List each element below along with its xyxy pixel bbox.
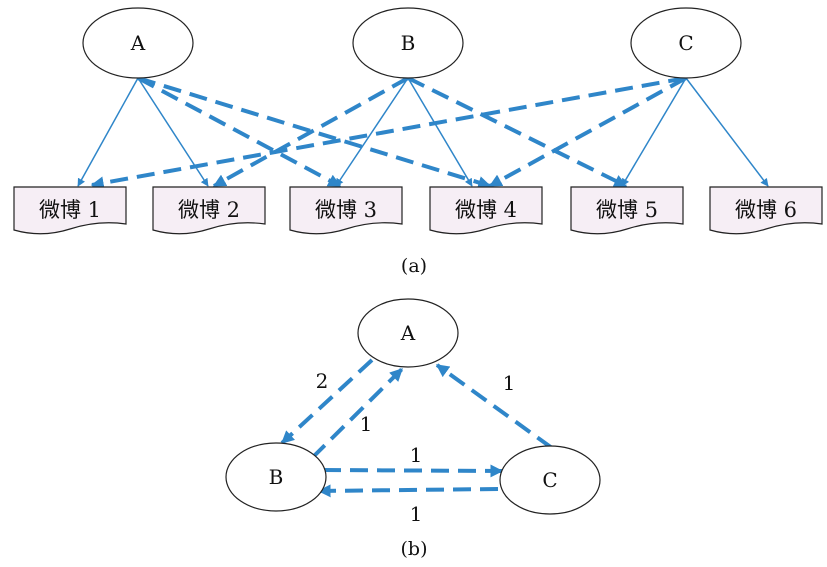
post-node-1: 微博 1 xyxy=(13,186,127,235)
graph-node-label: A xyxy=(400,321,416,345)
post-node-4: 微博 4 xyxy=(429,186,543,235)
repost-link-c-p4 xyxy=(488,76,687,188)
graph-node-c: C xyxy=(499,445,601,515)
panel-b-caption: (b) xyxy=(401,538,428,560)
graph-node-label: B xyxy=(269,465,284,489)
graph-edge-c-to-a xyxy=(435,363,554,450)
edge-weight-b-to-c: 1 xyxy=(410,443,423,467)
edge-weight-c-to-b: 1 xyxy=(410,502,423,526)
post-node-2: 微博 2 xyxy=(152,186,266,235)
post-node-5: 微博 5 xyxy=(570,186,684,235)
repost-link-b-p2 xyxy=(212,76,409,188)
post-link-a-p1 xyxy=(77,77,139,187)
panel-b: A B C 2 1 1 1 1 (b) xyxy=(225,298,601,560)
user-node-label: C xyxy=(678,31,693,55)
graph-edge-b-to-a xyxy=(310,367,404,460)
edge-weight-c-to-a: 1 xyxy=(503,371,516,395)
graph-edge-c-to-b xyxy=(317,484,499,498)
user-node-label: B xyxy=(401,31,416,55)
repost-link-c-p1 xyxy=(90,76,687,190)
panel-a-edges xyxy=(77,76,769,190)
post-link-b-p4 xyxy=(407,77,473,187)
edge-weight-a-to-b: 2 xyxy=(316,369,329,393)
graph-edge-a-to-b xyxy=(280,358,374,445)
user-node-label: A xyxy=(130,31,146,55)
panel-a-caption: (a) xyxy=(401,255,427,277)
post-node-label: 微博 1 xyxy=(39,198,101,222)
repost-link-a-p3 xyxy=(137,76,342,188)
post-link-c-p6 xyxy=(685,77,769,187)
post-node-label: 微博 2 xyxy=(178,198,240,222)
post-node-3: 微博 3 xyxy=(289,186,403,235)
graph-edge-b-to-c xyxy=(322,464,504,478)
post-node-label: 微博 5 xyxy=(596,198,658,222)
user-node-b: B xyxy=(352,7,464,79)
graph-node-label: C xyxy=(542,468,557,492)
repost-link-b-p5 xyxy=(407,76,628,188)
edge-weight-b-to-a: 1 xyxy=(360,412,373,436)
user-node-a: A xyxy=(82,7,194,79)
panel-a: A B C 微博 1 微博 2 微博 3 微博 4 微博 5 xyxy=(13,7,823,277)
repost-link-a-p4 xyxy=(137,76,492,189)
post-node-label: 微博 4 xyxy=(455,198,517,222)
post-node-label: 微博 3 xyxy=(315,198,377,222)
post-link-b-p3 xyxy=(335,77,409,187)
post-node-label: 微博 6 xyxy=(735,198,797,222)
panel-b-edges xyxy=(280,358,554,498)
post-node-6: 微博 6 xyxy=(709,186,823,235)
user-node-c: C xyxy=(630,7,742,79)
graph-node-a: A xyxy=(357,298,459,368)
post-link-c-p5 xyxy=(621,77,687,187)
graph-node-b: B xyxy=(225,442,327,512)
